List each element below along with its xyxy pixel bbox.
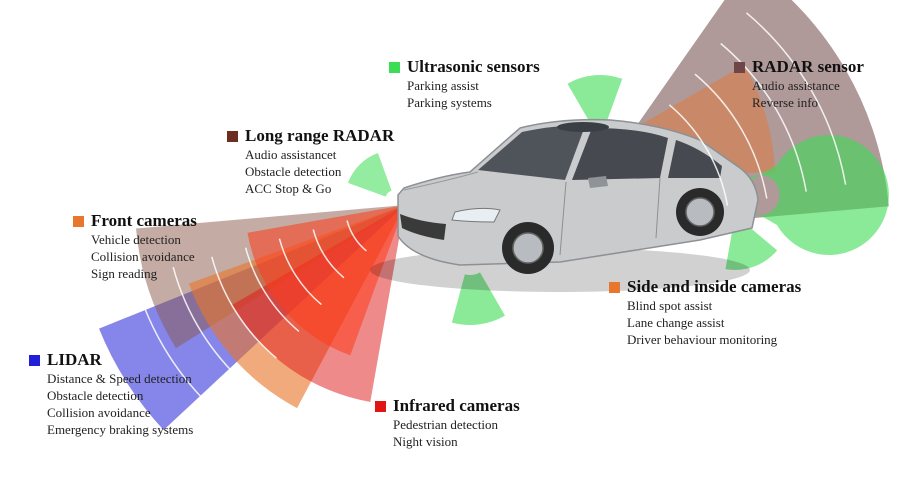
side-cameras-item: Blind spot assist [627, 298, 713, 313]
radar-sensor-swatch [734, 61, 745, 73]
ultrasonic-rear-top [567, 75, 623, 123]
ultrasonic-front-right [451, 272, 505, 325]
infrared-item: Night vision [393, 434, 458, 449]
beam-wave-arc [244, 247, 300, 332]
beam-wave-arc [694, 73, 768, 199]
car-door-line [655, 177, 661, 239]
beam-wave-arc [172, 266, 252, 390]
car-body [397, 118, 759, 266]
front-cameras-label: Front cameras Vehicle detection Collisio… [73, 211, 197, 282]
car-headlight [451, 207, 501, 223]
car-side-mirror [588, 176, 608, 188]
ultrasonic-front-left [348, 153, 392, 197]
side-cameras-item: Lane change assist [627, 315, 725, 330]
long-range-radar-item: Obstacle detection [245, 164, 342, 179]
beam-arcs [133, 12, 847, 421]
lidar-swatch [29, 354, 40, 366]
infrared-swatch [375, 400, 386, 412]
car-windshield [478, 125, 585, 180]
infrared-beam-inner [247, 205, 405, 356]
radar-sensor-item: Audio assistance [752, 78, 840, 93]
ultrasonic-swatch [389, 61, 400, 73]
beam-wave-arc [720, 42, 807, 192]
ultrasonic-title: Ultrasonic sensors [407, 57, 540, 76]
side-cameras-item: Driver behaviour monitoring [627, 332, 778, 347]
car-rear-rim [685, 197, 715, 227]
beam-wave-arc [278, 238, 322, 306]
ultrasonic-item: Parking systems [407, 95, 492, 110]
radar-sensor-label: RADAR sensor Audio assistance Reverse in… [734, 57, 864, 111]
beam-wave-arc [346, 220, 367, 252]
long-range-radar-title: Long range RADAR [245, 126, 395, 145]
ultrasonic-label: Ultrasonic sensors Parking assist Parkin… [389, 57, 540, 111]
beam-wave-arc [668, 104, 729, 206]
car-illustration [370, 118, 759, 292]
lidar-title: LIDAR [47, 350, 102, 369]
car-door-line [559, 181, 567, 256]
lidar-item: Obstacle detection [47, 388, 144, 403]
infrared-item: Pedestrian detection [393, 417, 499, 432]
beam-wave-arc [312, 229, 345, 279]
ultrasonic-item: Parking assist [407, 78, 479, 93]
front-cameras-title: Front cameras [91, 211, 197, 230]
radar-sensor-item: Reverse info [752, 95, 819, 110]
lidar-label: LIDAR Distance & Speed detection Obstacl… [29, 350, 193, 438]
side-cameras-title: Side and inside cameras [627, 277, 802, 296]
beam-wave-arc [745, 12, 847, 185]
car-side-window [572, 128, 668, 180]
ultrasonic-rear-right [742, 135, 889, 255]
lidar-item: Emergency braking systems [47, 422, 194, 437]
side-cameras-label: Side and inside cameras Blind spot assis… [609, 277, 801, 348]
front-cameras-item: Vehicle detection [91, 232, 181, 247]
infrared-label: Infrared cameras Pedestrian detection Ni… [375, 396, 520, 450]
infrared-title: Infrared cameras [393, 396, 520, 415]
lidar-item: Collision avoidance [47, 405, 151, 420]
long-range-radar-item: ACC Stop & Go [245, 181, 332, 196]
long-range-radar-label: Long range RADAR Audio assistancet Obsta… [227, 126, 394, 197]
car-front-rim [512, 232, 544, 264]
long-range-radar-swatch [227, 130, 238, 142]
car-hood-line [403, 171, 479, 191]
car-grille [400, 214, 446, 240]
front-cameras-item: Collision avoidance [91, 249, 195, 264]
front-cameras-swatch [73, 215, 84, 227]
long-range-radar-item: Audio assistancet [245, 147, 337, 162]
beam-wave-arc [133, 277, 226, 421]
beam-wave-arc [211, 256, 277, 359]
car-rear-window [668, 140, 722, 178]
ultrasonic-rear-bottom [725, 224, 778, 270]
lidar-item: Distance & Speed detection [47, 371, 192, 386]
side-cameras-swatch [609, 281, 620, 293]
car-sunroof [557, 122, 609, 132]
radar-sensor-title: RADAR sensor [752, 57, 864, 76]
front-cameras-item: Sign reading [91, 266, 158, 281]
